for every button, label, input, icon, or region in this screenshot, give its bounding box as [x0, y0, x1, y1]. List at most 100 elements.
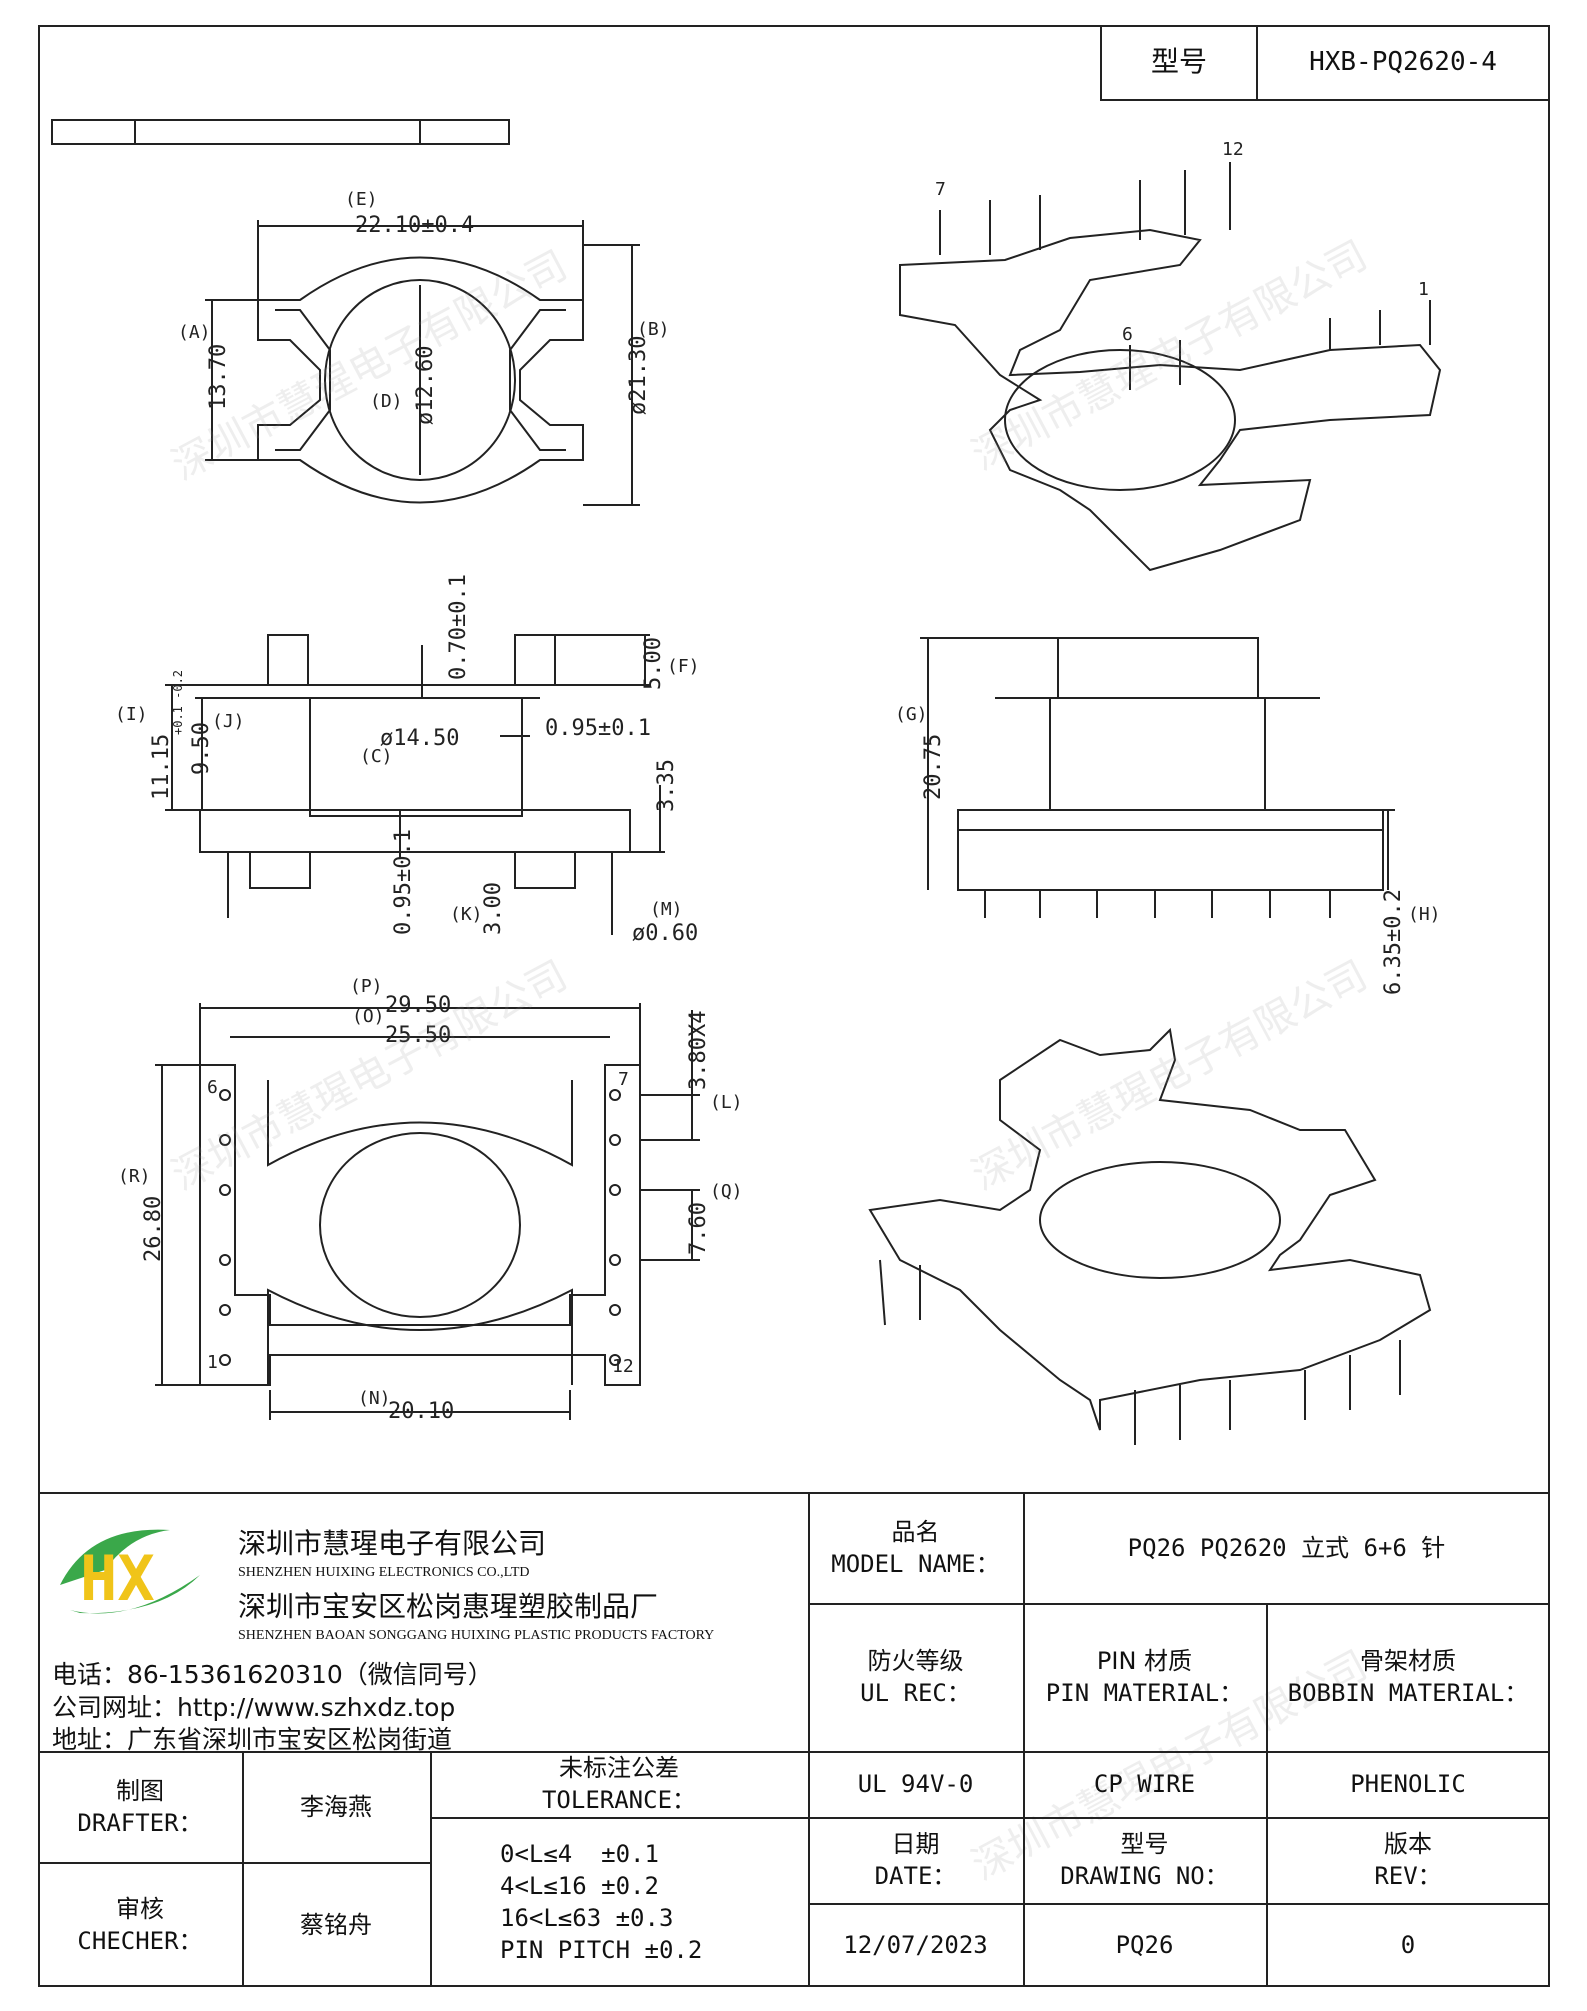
model-name-value-cell: PQ26 PQ2620 立式 6+6 针	[1023, 1492, 1550, 1603]
company-website: 公司网址：http://www.szhxdz.top	[52, 1693, 456, 1722]
model-value-cell: HXB-PQ2620-4	[1256, 25, 1550, 101]
pin-label-6: 6	[207, 1077, 218, 1098]
drawing-no-value: PQ26	[1115, 1931, 1174, 1959]
logo-text: HX	[80, 1542, 155, 1615]
iso-pin-6: 6	[1122, 324, 1133, 345]
iso-pin-1: 1	[1418, 279, 1429, 300]
model-name-label-cell: 品名 MODEL NAME：	[808, 1492, 1023, 1603]
drawing-no-cn: 型号	[1120, 1830, 1169, 1858]
dim-c-label: (C)	[360, 746, 393, 767]
dim-d-label: (D)	[370, 391, 403, 412]
dim-335: 3.35	[654, 759, 679, 812]
rev-cn: 版本	[1384, 1830, 1432, 1858]
company-address: 地址：广东省深圳市宝安区松岗街道	[52, 1725, 453, 1754]
dim-o-value: 25.50	[385, 1023, 451, 1048]
company-phone: 电话：86-15361620310（微信同号）	[52, 1660, 493, 1689]
company-logo: HX	[60, 1529, 200, 1615]
dim-n-label: (N)	[358, 1388, 391, 1409]
company-name-cn: 深圳市慧瑆电子有限公司	[238, 1527, 547, 1560]
dim-i-value: 11.15	[149, 734, 174, 800]
dim-j-value: 9.50	[189, 722, 214, 775]
rev-label-cell: 版本 REV：	[1266, 1817, 1550, 1903]
factory-name-en: SHENZHEN BAOAN SONGGANG HUIXING PLASTIC …	[238, 1628, 715, 1643]
drawing-no-value-cell: PQ26	[1023, 1903, 1266, 1987]
tolerance-cn: 未标注公差	[559, 1754, 679, 1782]
pin-value: CP WIRE	[1093, 1770, 1196, 1798]
ul-value: UL 94V-0	[857, 1770, 974, 1798]
slab-outline	[51, 119, 510, 145]
dim-q-label: (Q)	[710, 1181, 743, 1202]
dim-m-label: (M)	[650, 899, 683, 920]
dim-right-gap: 0.95±0.1	[545, 716, 651, 741]
tolerance-label-cell: 未标注公差 TOLERANCE：	[430, 1751, 808, 1817]
iso-view-bottom	[868, 1027, 1432, 1445]
dim-g-value: 20.75	[921, 734, 946, 800]
tolerance-row: 16<L≤63 ±0.3	[500, 1904, 674, 1932]
dim-g-label: (G)	[895, 704, 928, 725]
checker-cn: 审核	[116, 1894, 164, 1923]
dim-l-label: (L)	[710, 1092, 743, 1113]
drafter-value: 李海燕	[300, 1792, 372, 1821]
model-name-cn: 品名	[891, 1517, 940, 1546]
dim-h-label: (H)	[1408, 904, 1441, 925]
checker-value: 蔡铭舟	[300, 1910, 372, 1939]
dim-n-value: 20.10	[388, 1399, 454, 1424]
rev-en: REV：	[1374, 1862, 1442, 1890]
bobbin-cn: 骨架材质	[1360, 1647, 1456, 1675]
dim-o-label: (O)	[352, 1006, 385, 1027]
factory-name-cn: 深圳市宝安区松岗惠瑆塑胶制品厂	[238, 1590, 659, 1623]
dim-q-value: 7.60	[686, 1202, 711, 1255]
dim-c-value: ø14.50	[380, 726, 459, 751]
iso-pin-12: 12	[1222, 139, 1244, 160]
tolerance-rows-cell: 0<L≤4 ±0.1 4<L≤16 ±0.2 16<L≤63 ±0.3 PIN …	[430, 1817, 808, 1987]
drafter-en: DRAFTER：	[77, 1808, 203, 1837]
dim-a-value: 13.70	[206, 344, 231, 410]
pin-en: PIN MATERIAL：	[1045, 1679, 1244, 1707]
dim-d-value: ø12.60	[413, 346, 438, 425]
bobbin-value: PHENOLIC	[1350, 1770, 1466, 1798]
bobbin-en: BOBBIN MATERIAL：	[1287, 1679, 1529, 1707]
drafter-cn: 制图	[116, 1776, 164, 1805]
iso-pin-7: 7	[935, 179, 946, 200]
top-view	[205, 220, 640, 506]
drawing-sheet	[38, 25, 1550, 1987]
date-label-cell: 日期 DATE：	[808, 1817, 1023, 1903]
dim-e-label: (E)	[345, 189, 378, 210]
front-view	[920, 637, 1395, 918]
pin-cn: PIN 材质	[1096, 1647, 1193, 1675]
date-cn: 日期	[891, 1830, 940, 1858]
dim-h-value: 6.35±0.2	[1381, 889, 1406, 995]
model-name-value: PQ26 PQ2620 立式 6+6 针	[1127, 1533, 1446, 1562]
dim-e-value: 22.10±0.4	[355, 213, 474, 238]
date-en: DATE：	[874, 1862, 957, 1890]
side-view	[165, 634, 665, 935]
dim-l-value: 3.80X4	[686, 1011, 711, 1090]
drafter-label-cell: 制图 DRAFTER：	[38, 1751, 242, 1862]
dim-bottom-gap: 0.95±0.1	[391, 829, 416, 935]
dim-b-label: (B)	[637, 319, 670, 340]
dim-f-label: (F)	[667, 656, 700, 677]
dim-p-value: 29.50	[385, 993, 451, 1018]
model-value: HXB-PQ2620-4	[1309, 47, 1497, 77]
checker-label-cell: 审核 CHECHER：	[38, 1862, 242, 1987]
checker-value-cell: 蔡铭舟	[242, 1862, 430, 1987]
pin-value-cell: CP WIRE	[1023, 1751, 1266, 1817]
tolerance-row: PIN PITCH ±0.2	[500, 1936, 703, 1964]
dim-j-label: (J)	[212, 711, 245, 732]
dim-k-value: 3.00	[481, 882, 506, 935]
checker-en: CHECHER：	[77, 1926, 203, 1955]
model-label-cell: 型号	[1100, 25, 1258, 101]
pin-label-1: 1	[207, 1352, 218, 1373]
ul-value-cell: UL 94V-0	[808, 1751, 1023, 1817]
ul-cn: 防火等级	[867, 1647, 964, 1675]
dim-i-tol: +0.1 -0.2	[171, 670, 185, 735]
dim-m-value: ø0.60	[632, 921, 698, 946]
iso-view-top	[899, 162, 1442, 572]
model-name-en: MODEL NAME：	[831, 1549, 1000, 1578]
drawing-no-label-cell: 型号 DRAWING NO：	[1023, 1817, 1266, 1903]
rev-value: 0	[1400, 1931, 1416, 1959]
dim-r-label: (R)	[118, 1166, 151, 1187]
tolerance-en: TOLERANCE：	[541, 1786, 697, 1814]
dim-r-value: 26.80	[141, 1196, 166, 1262]
bobbin-label-cell: 骨架材质 BOBBIN MATERIAL：	[1266, 1603, 1550, 1751]
